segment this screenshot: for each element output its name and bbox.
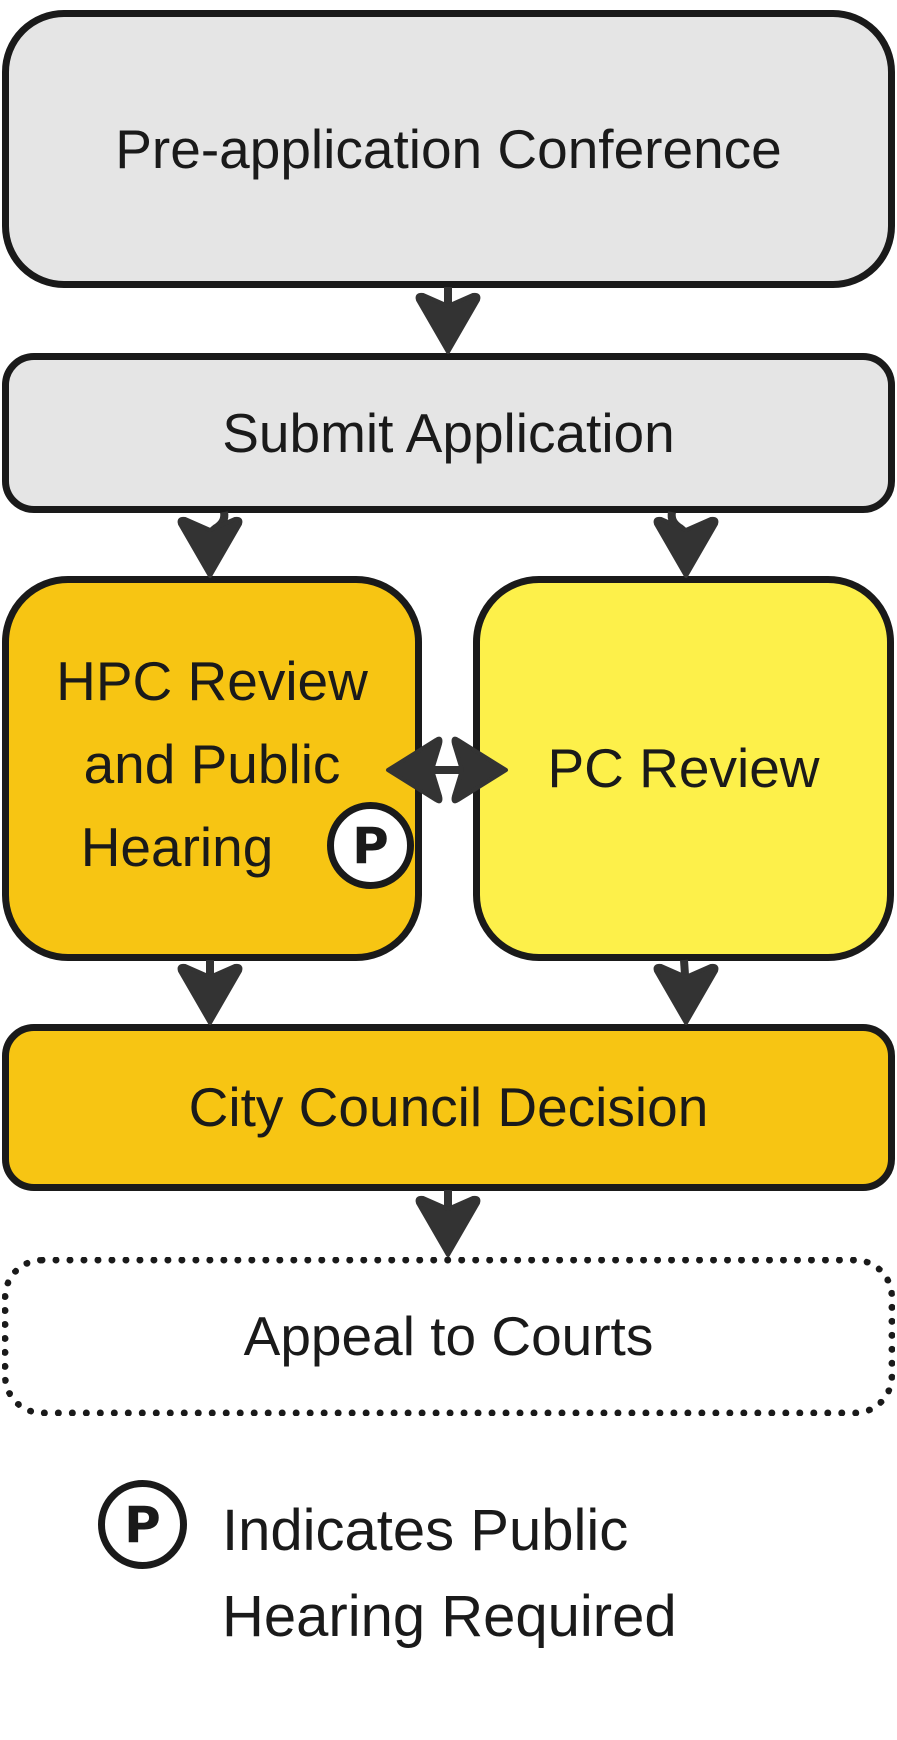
legend-line: Hearing Required — [222, 1584, 677, 1649]
public-hearing-icon: P — [327, 802, 414, 889]
badge-letter: P — [352, 816, 389, 875]
arrow-hpc-to-council — [177, 960, 243, 1025]
step-label: Submit Application — [222, 401, 675, 464]
arrow-submit-to-hpc — [177, 511, 243, 578]
step-submit-application: Submit Application — [2, 353, 895, 513]
arrow-submit-to-pc — [653, 511, 719, 578]
step-hpc-review: HPC Review and Public Hearing — [2, 576, 422, 961]
step-city-council-decision: City Council Decision — [2, 1024, 895, 1191]
arrow-council-to-appeal — [415, 1190, 481, 1257]
legend-public-hearing-icon: P — [98, 1480, 187, 1569]
legend-description: Indicates Public Hearing Required — [222, 1488, 677, 1660]
step-label-line: Hearing — [80, 816, 274, 878]
arrow-pc-to-council — [653, 959, 719, 1025]
step-label: HPC Review and Public Hearing — [56, 640, 368, 889]
arrow-preapp-to-submit — [415, 287, 481, 354]
step-label-line: HPC Review — [56, 650, 368, 712]
step-label: Pre-application Conference — [115, 117, 782, 180]
step-label-line: and Public — [83, 733, 341, 795]
step-pc-review: PC Review — [473, 576, 894, 961]
step-appeal-to-courts: Appeal to Courts — [2, 1257, 895, 1416]
step-label: Appeal to Courts — [243, 1305, 654, 1367]
step-label: PC Review — [547, 737, 820, 799]
step-pre-application-conference: Pre-application Conference — [2, 10, 895, 288]
legend-line: Indicates Public — [222, 1498, 629, 1563]
step-label: City Council Decision — [188, 1076, 709, 1138]
badge-letter: P — [124, 1495, 161, 1554]
